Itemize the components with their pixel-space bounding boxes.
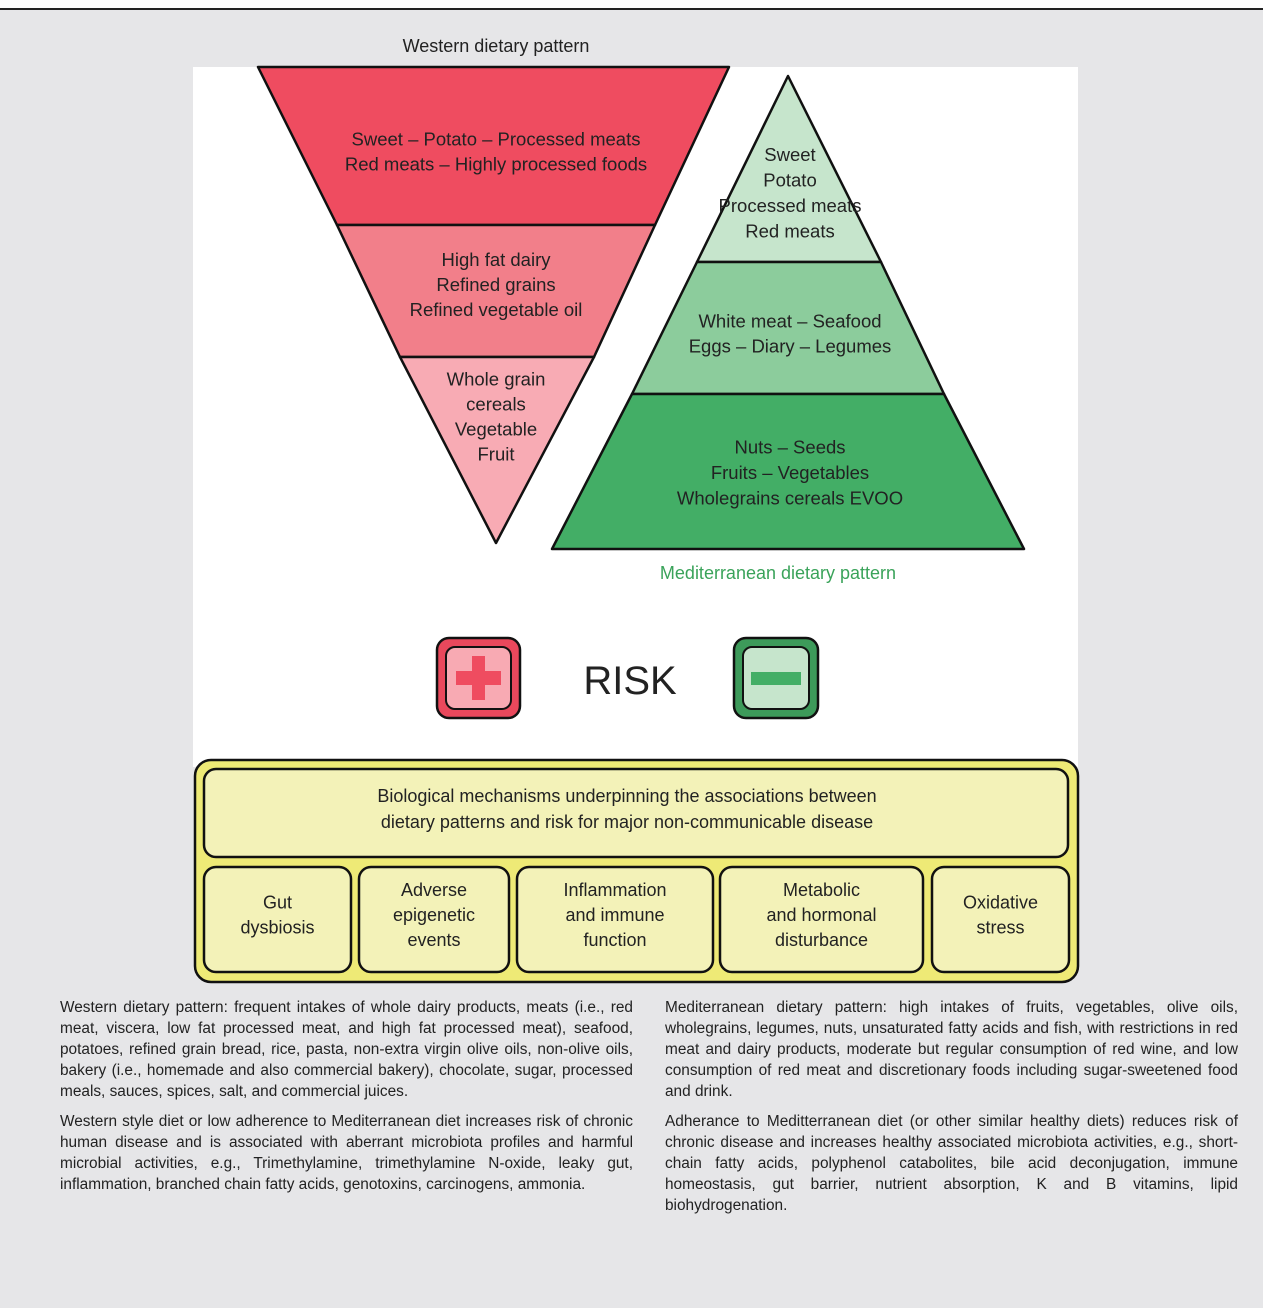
caption-western: Western dietary pattern: frequent intake… <box>60 997 633 1204</box>
mechanism-box <box>202 865 353 974</box>
mechanism-label: Inflammation and immune function <box>563 880 666 950</box>
caption-mediterranean: Mediterranean dietary pattern: high inta… <box>665 997 1238 1225</box>
label-line: Inflammation <box>563 880 666 900</box>
caption-western-paragraph: Western dietary pattern: frequent intake… <box>60 999 633 1100</box>
caption-mediterranean-paragraph: Adherance to Meditterranean diet (or oth… <box>665 1113 1238 1214</box>
mechanism-box <box>718 865 925 974</box>
western-tier-bottom <box>398 355 596 545</box>
caption-mediterranean-paragraph: Mediterranean dietary pattern: high inta… <box>665 999 1238 1100</box>
label-line: function <box>583 930 646 950</box>
label-line: and immune <box>565 905 664 925</box>
label-line: Metabolic <box>783 880 860 900</box>
mechanism-label: Adverse epigenetic events <box>393 880 475 950</box>
label-line: Sweet – Potato – Processed meats <box>352 129 641 150</box>
label-line: Biological mechanisms underpinning the a… <box>377 786 876 806</box>
top-rule <box>0 0 1263 10</box>
western-pyramid <box>256 65 731 545</box>
label-line: Fruits – Vegetables <box>711 462 869 483</box>
mechanism-label: Gut dysbiosis <box>240 893 314 938</box>
label-line: High fat dairy <box>442 249 552 270</box>
plus-icon <box>435 636 522 720</box>
label-line: Oxidative <box>963 893 1038 913</box>
mechanisms-header-text: Biological mechanisms underpinning the a… <box>377 786 876 832</box>
label-line: Fruit <box>478 444 515 465</box>
label-line: Wholegrains cereals EVOO <box>677 488 903 509</box>
label-line: epigenetic <box>393 905 475 925</box>
label-line: Vegetable <box>455 419 537 440</box>
label-line: stress <box>976 918 1024 938</box>
label-line: Refined vegetable oil <box>410 299 583 320</box>
mechanism-label: Metabolic and hormonal disturbance <box>766 880 876 950</box>
label-line: Adverse <box>401 880 467 900</box>
label-line: Gut <box>263 893 292 913</box>
risk-label: RISK <box>583 659 677 703</box>
western-title: Western dietary pattern <box>403 36 590 56</box>
mechanism-box <box>930 865 1071 974</box>
label-line: Refined grains <box>436 274 555 295</box>
label-line: disturbance <box>775 930 868 950</box>
label-line: Potato <box>763 169 817 190</box>
mediterranean-pyramid <box>550 74 1026 551</box>
label-line: Sweet <box>764 144 815 165</box>
label-line: events <box>407 930 460 950</box>
mechanism-box <box>515 865 715 974</box>
label-line: Whole grain <box>447 369 546 390</box>
minus-icon <box>732 636 820 720</box>
label-line: Nuts – Seeds <box>734 437 845 458</box>
label-line: White meat – Seafood <box>698 311 881 332</box>
mediterranean-tier-bottom <box>550 392 1026 551</box>
label-line: Eggs – Diary – Legumes <box>689 336 892 357</box>
mechanism-label: Oxidative stress <box>963 893 1038 938</box>
mechanisms-list: Gut dysbiosis Adverse epigenetic events Infla… <box>202 865 1071 974</box>
label-line: Red meats <box>745 220 834 241</box>
label-line: dietary patterns and risk for major non-… <box>381 812 873 832</box>
mediterranean-title: Mediterranean dietary pattern <box>660 563 896 583</box>
label-line: and hormonal <box>766 905 876 925</box>
label-line: dysbiosis <box>240 918 314 938</box>
mechanism-box <box>357 865 511 974</box>
diet-diagram: Western dietary pattern Sweet – Potato –… <box>193 36 1080 984</box>
caption-western-paragraph: Western style diet or low adherence to M… <box>60 1113 633 1193</box>
mechanisms-header-box <box>202 767 1070 859</box>
label-line: Processed meats <box>719 195 862 216</box>
label-line: Red meats – Highly processed foods <box>345 154 647 175</box>
label-line: cereals <box>466 394 526 415</box>
